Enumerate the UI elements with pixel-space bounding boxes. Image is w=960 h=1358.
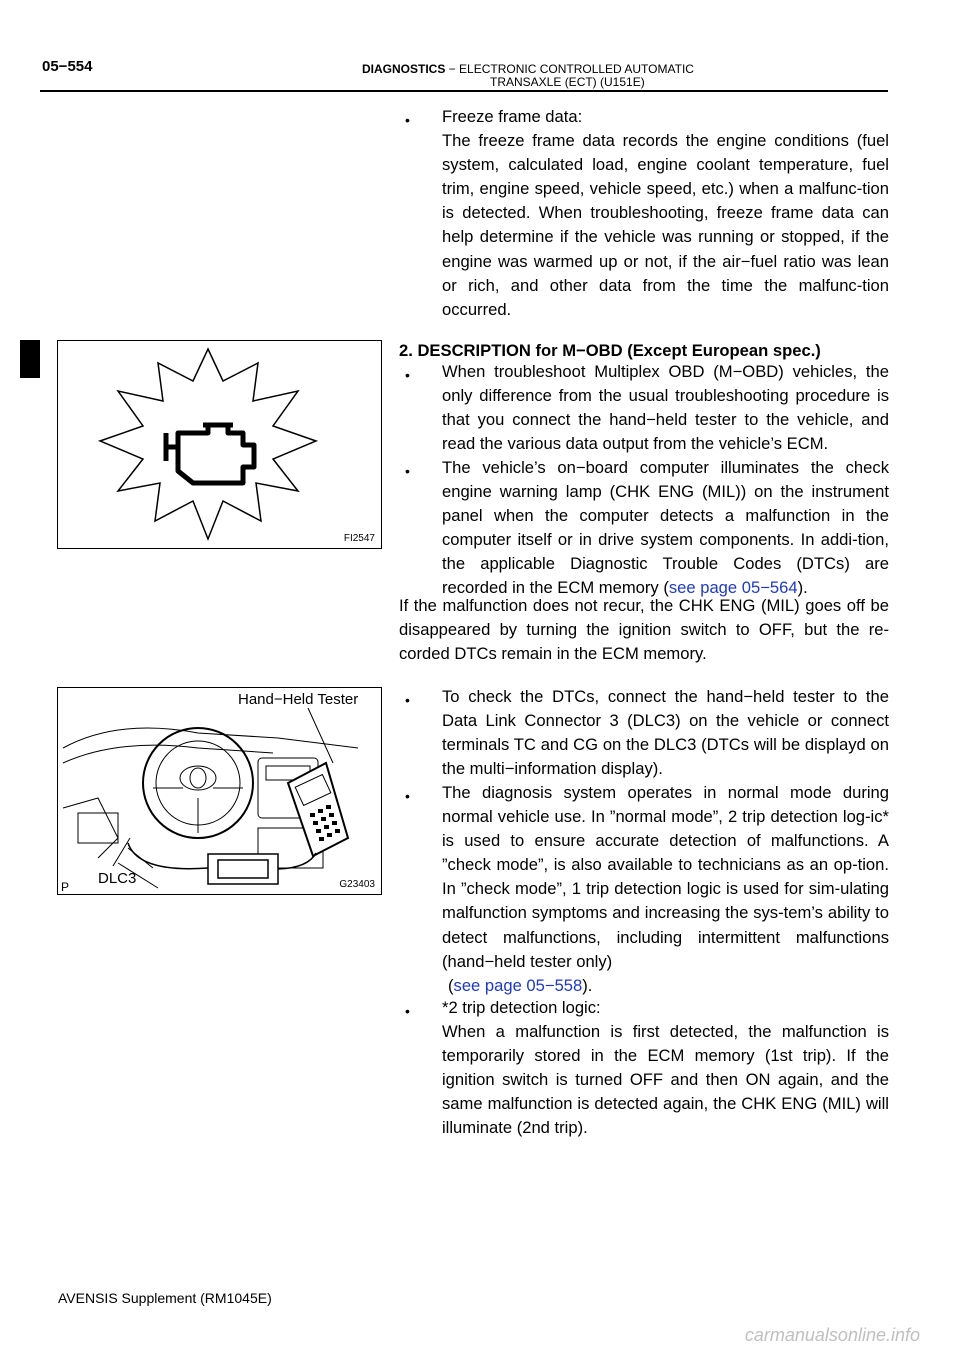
obd-paragraph: If the malfunction does not recur, the C… xyxy=(399,596,889,664)
section-marker xyxy=(20,340,40,378)
section-heading: 2. DESCRIPTION for M−OBD (Except Europea… xyxy=(399,341,821,360)
bullet: • xyxy=(405,367,410,383)
see-page-link[interactable]: see page 05−558 xyxy=(453,975,583,995)
hand-held-tester-icon xyxy=(286,761,350,858)
section-title: DIAGNOSTICS − ELECTRONIC CONTROLLED AUTO… xyxy=(362,63,694,89)
section-title-line2: TRANSAXLE (ECT) (U151E) xyxy=(490,75,645,89)
section-title-rest: − ELECTRONIC CONTROLLED AUTOMATIC xyxy=(445,62,694,76)
hand-held-tester-figure: Hand−Held Tester DLC3 P G23403 xyxy=(57,687,382,895)
check-engine-figure: FI2547 xyxy=(57,340,382,549)
trip-logic-title: *2 trip detection logic: xyxy=(442,998,601,1017)
dtc-bullet-2-text: The diagnosis system operates in normal … xyxy=(442,783,889,971)
dtc-bullet-1: To check the DTCs, connect the hand−held… xyxy=(442,687,889,779)
dtc-bullet-2-close: ). xyxy=(582,975,593,995)
obd-bullet-2-text: The vehicle’s on−board computer illumina… xyxy=(442,458,889,598)
bullet: • xyxy=(405,463,410,479)
trip-logic-block: *2 trip detection logic: When a malfunct… xyxy=(442,996,889,1141)
obd-bullet-2-close: ). xyxy=(797,578,808,598)
freeze-frame-block: Freeze frame data: The freeze frame data… xyxy=(442,105,889,322)
bullet: • xyxy=(405,1003,410,1019)
bullet: • xyxy=(405,692,410,708)
see-page-link[interactable]: see page 05−564 xyxy=(668,578,798,598)
section-title-bold: DIAGNOSTICS xyxy=(362,62,446,76)
trip-logic-text: When a malfunction is first detected, th… xyxy=(442,1022,889,1138)
freeze-frame-title: Freeze frame data: xyxy=(442,107,583,126)
bullet: • xyxy=(405,788,410,804)
dtc-bullet-2-open: ( xyxy=(448,975,454,995)
figure-code: FI2547 xyxy=(343,533,375,544)
figure-code: G23403 xyxy=(339,879,375,890)
dashboard-illustration xyxy=(62,707,359,889)
obd-bullet-1: When troubleshoot Multiplex OBD (M−OBD) … xyxy=(442,362,889,454)
figure-p-label: P xyxy=(61,880,70,894)
tester-label: Hand−Held Tester xyxy=(238,691,359,708)
header-rule xyxy=(40,90,888,92)
dlc3-label: DLC3 xyxy=(98,870,137,887)
bullet: • xyxy=(405,112,410,128)
dlc3-connector-icon xyxy=(127,842,317,885)
page-number: 05−554 xyxy=(42,58,93,75)
check-engine-icon xyxy=(97,347,319,542)
footer-text: AVENSIS Supplement (RM1045E) xyxy=(58,1290,272,1306)
freeze-frame-text: The freeze frame data records the engine… xyxy=(442,131,889,319)
watermark: carmanualsonline.info xyxy=(744,1325,920,1345)
dtc-bullet-2: The diagnosis system operates in normal … xyxy=(442,781,889,998)
obd-bullet-2: The vehicle’s on−board computer illumina… xyxy=(442,456,889,601)
